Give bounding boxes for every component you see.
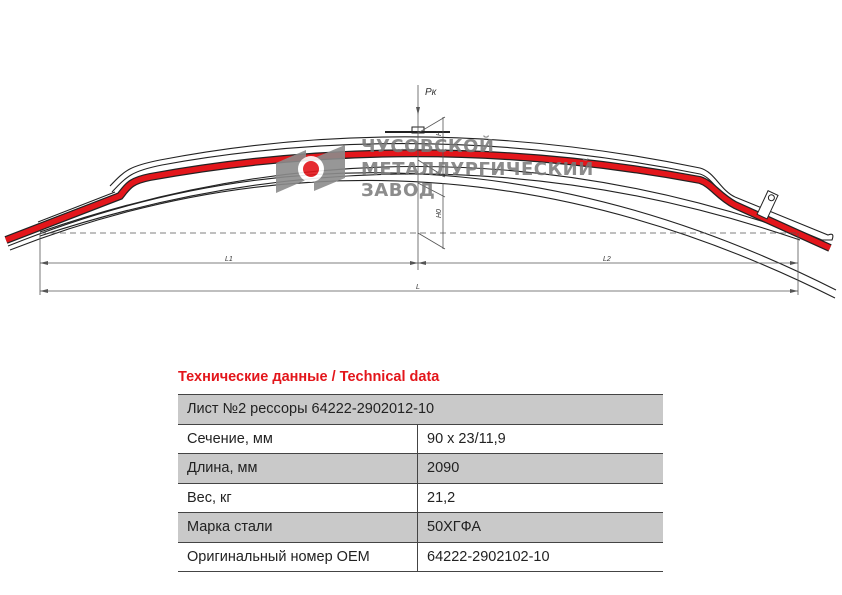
leaf-lower-4 xyxy=(39,165,801,235)
table-row: Вес, кг 21,2 xyxy=(178,483,663,513)
row-label: Сечение, мм xyxy=(178,424,418,454)
leaf-lower-3 xyxy=(39,173,801,241)
row-value: 90 x 23/11,9 xyxy=(417,424,663,454)
logo-text-line2: МЕТАЛЛУРГИЧЕСКИЙ xyxy=(361,159,594,180)
row-label: Вес, кг xyxy=(178,483,418,513)
table-row: Длина, мм 2090 xyxy=(178,453,663,484)
length-label: L xyxy=(416,284,420,291)
leaf-lower-1 xyxy=(9,179,836,299)
table-row: Марка стали 50ХГФА xyxy=(178,512,663,543)
technical-data-title: Технические данные / Technical data xyxy=(178,369,440,385)
table-row: Сечение, мм 90 x 23/11,9 xyxy=(178,424,663,454)
technical-data-table: Лист №2 рессоры 64222-2902012-10 Сечение… xyxy=(178,394,663,572)
leaf-top xyxy=(109,136,736,198)
row-label: Длина, мм xyxy=(178,453,418,484)
logo-text-line1: ЧУСОВСКОЙ xyxy=(361,136,495,157)
row-value: 50ХГФА xyxy=(417,512,663,543)
table-header-row: Лист №2 рессоры 64222-2902012-10 xyxy=(178,394,663,425)
l1-label: L1 xyxy=(225,256,233,263)
table-row: Оригинальный номер OEM 64222-2902102-10 xyxy=(178,542,663,572)
table-header: Лист №2 рессоры 64222-2902012-10 xyxy=(178,394,663,425)
leaf-spring-drawing: Pк H H0 L1 L2 L xyxy=(4,85,837,299)
load-label: Pк xyxy=(425,87,438,98)
height-label: H xyxy=(436,130,443,136)
leaf-right-ext xyxy=(732,196,834,241)
clamp-right xyxy=(756,190,779,220)
l2-label: L2 xyxy=(603,256,611,263)
row-value: 2090 xyxy=(417,453,663,484)
row-label: Оригинальный номер OEM xyxy=(178,542,418,572)
row-label: Марка стали xyxy=(178,512,418,543)
row-value: 64222-2902102-10 xyxy=(417,542,663,572)
company-logo xyxy=(276,145,345,193)
logo-text-line3: ЗАВОД xyxy=(361,180,436,201)
free-height-label: H0 xyxy=(436,209,443,218)
row-value: 21,2 xyxy=(417,483,663,513)
leaf-top-inner xyxy=(111,143,734,202)
